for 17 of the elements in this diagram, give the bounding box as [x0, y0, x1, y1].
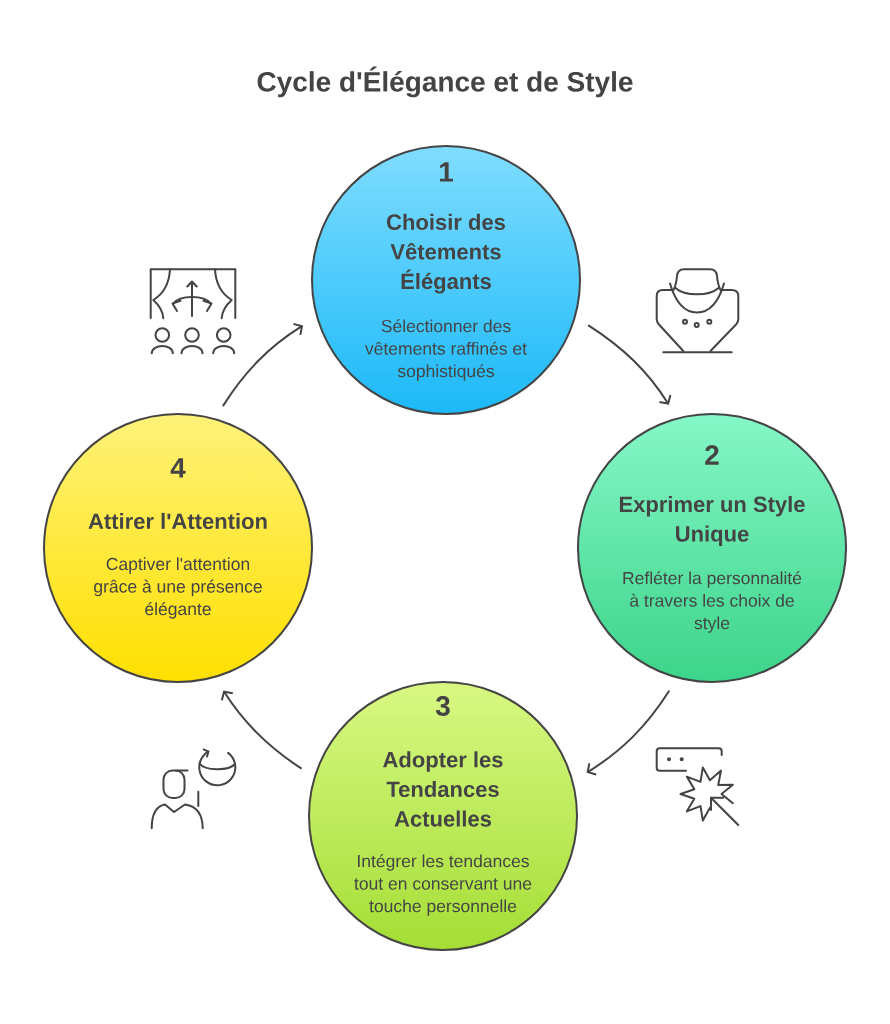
step-number: 1 [439, 162, 453, 182]
step-number: 3 [435, 696, 450, 716]
arrow [586, 690, 670, 776]
step-title: Exprimer un Style Unique [619, 495, 805, 547]
step-description: Captiver l'attention grâce à une présence élégante [94, 557, 262, 619]
step-title: Attirer l'Attention [88, 512, 267, 530]
arrow [220, 690, 302, 770]
arrow [587, 324, 672, 405]
title: Cycle d'Élégance et de Style [257, 66, 633, 98]
step-description: Refléter la personnalité à travers les choix de style [623, 571, 802, 633]
step-number: 2 [705, 445, 719, 465]
step-number: 4 [170, 458, 186, 478]
step-description: Sélectionner des vêtements raffinés et sophistiqués [365, 319, 527, 381]
step-title: Choisir des Vêtements Élégants [387, 213, 505, 294]
step-description: Intégrer les tendances tout en conservant une touche personnelle [354, 854, 532, 916]
step-title: Adopter les Tendances Actuelles [383, 751, 503, 827]
arrow [222, 322, 304, 407]
